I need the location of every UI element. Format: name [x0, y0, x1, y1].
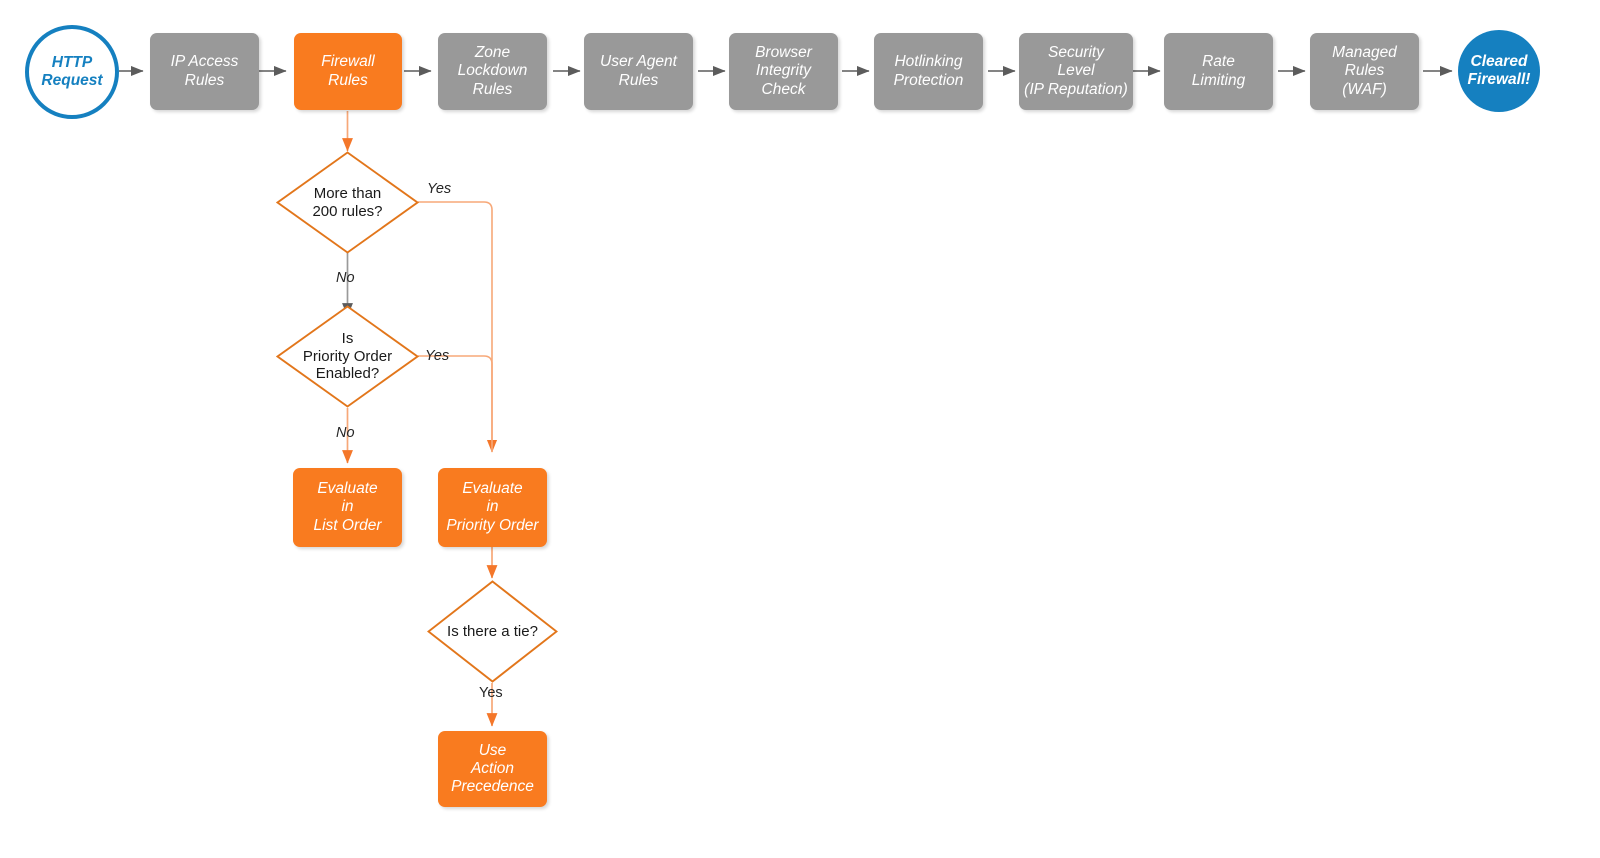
- node-security-level[interactable]: Security Level (IP Reputation): [1019, 33, 1133, 110]
- node-decision-is-there-a-tie-label: Is there a tie?: [447, 622, 538, 640]
- edge-label-priority-order-no: No: [336, 425, 355, 441]
- node-decision-more-than-200-rules[interactable]: More than 200 rules?: [276, 151, 419, 254]
- node-decision-more-than-200-rules-label: More than 200 rules?: [312, 184, 383, 220]
- edge-label-tie-yes: Yes: [479, 685, 503, 701]
- node-security-level-label: Security Level (IP Reputation): [1024, 44, 1128, 98]
- node-browser-integrity-check-label: Browser Integrity Check: [755, 44, 812, 98]
- node-http-request[interactable]: HTTP Request: [25, 25, 119, 119]
- node-managed-rules-waf[interactable]: Managed Rules (WAF): [1310, 33, 1419, 110]
- node-ip-access-rules[interactable]: IP Access Rules: [150, 33, 259, 110]
- node-decision-priority-order-enabled[interactable]: Is Priority Order Enabled?: [276, 305, 419, 408]
- node-cleared-firewall[interactable]: Cleared Firewall!: [1458, 30, 1540, 112]
- edge-rules-count-yes: [418, 201, 498, 453]
- node-firewall-rules[interactable]: Firewall Rules: [294, 33, 402, 110]
- edge-label-rules-count-no: No: [336, 270, 355, 286]
- node-decision-priority-order-enabled-label: Is Priority Order Enabled?: [302, 329, 393, 383]
- node-rate-limiting-label: Rate Limiting: [1191, 53, 1246, 89]
- edge-label-priority-order-yes: Yes: [425, 348, 450, 364]
- node-evaluate-in-priority-order-label: Evaluate in Priority Order: [446, 480, 539, 534]
- diamond-shape: [276, 305, 419, 408]
- node-managed-rules-waf-label: Managed Rules (WAF): [1332, 44, 1397, 98]
- edge-priority-order-yes: [418, 355, 493, 452]
- node-user-agent-rules[interactable]: User Agent Rules: [584, 33, 693, 110]
- diamond-shape: [276, 151, 419, 254]
- node-http-request-label: HTTP Request: [41, 53, 103, 89]
- node-evaluate-in-priority-order[interactable]: Evaluate in Priority Order: [438, 468, 547, 547]
- node-cleared-firewall-label: Cleared Firewall!: [1467, 52, 1531, 88]
- node-user-agent-rules-label: User Agent Rules: [600, 53, 677, 89]
- node-use-action-precedence[interactable]: Use Action Precedence: [438, 731, 547, 807]
- node-rate-limiting[interactable]: Rate Limiting: [1164, 33, 1273, 110]
- edge-label-rules-count-yes: Yes: [427, 181, 452, 197]
- node-evaluate-in-list-order-label: Evaluate in List Order: [313, 480, 382, 534]
- node-decision-is-there-a-tie[interactable]: Is there a tie?: [427, 580, 558, 683]
- node-firewall-rules-label: Firewall Rules: [321, 53, 375, 89]
- node-browser-integrity-check[interactable]: Browser Integrity Check: [729, 33, 838, 110]
- node-ip-access-rules-label: IP Access Rules: [170, 53, 239, 89]
- node-evaluate-in-list-order[interactable]: Evaluate in List Order: [293, 468, 402, 547]
- node-zone-lockdown-rules[interactable]: Zone Lockdown Rules: [438, 33, 547, 110]
- node-hotlinking-protection[interactable]: Hotlinking Protection: [874, 33, 983, 110]
- diamond-shape: [427, 580, 558, 683]
- node-use-action-precedence-label: Use Action Precedence: [451, 741, 534, 796]
- node-hotlinking-protection-label: Hotlinking Protection: [893, 53, 964, 89]
- node-zone-lockdown-rules-label: Zone Lockdown Rules: [457, 44, 528, 98]
